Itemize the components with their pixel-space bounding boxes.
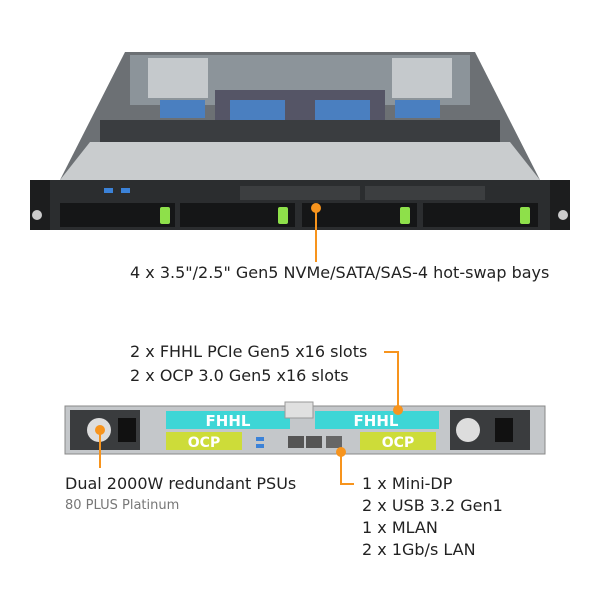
fhhl-label-right: FHHL [354,412,399,430]
io-item: 1 x Mini-DP [362,474,453,493]
ocp-label-right: OCP [382,435,414,451]
psu-efficiency: 80 PLUS Platinum [65,498,180,513]
callout-pointers [99,351,399,485]
ocp-label-left: OCP [188,435,220,451]
drive-bays-callout: 4 x 3.5"/2.5" Gen5 NVMe/SATA/SAS-4 hot-s… [130,263,550,282]
fhhl-label-left: FHHL [206,412,251,430]
io-item: 2 x USB 3.2 Gen1 [362,496,503,515]
server-front-image [30,52,570,230]
io-item: 1 x MLAN [362,518,438,537]
ocp-slots-callout: 2 x OCP 3.0 Gen5 x16 slots [130,366,349,385]
psu-callout: Dual 2000W redundant PSUs [65,474,297,493]
front-callout-pointer [311,203,321,262]
io-item: 2 x 1Gb/s LAN [362,540,476,559]
fhhl-slots-callout: 2 x FHHL PCIe Gen5 x16 slots [130,342,368,361]
server-rear-image: FHHL FHHL OCP OCP [64,401,546,455]
